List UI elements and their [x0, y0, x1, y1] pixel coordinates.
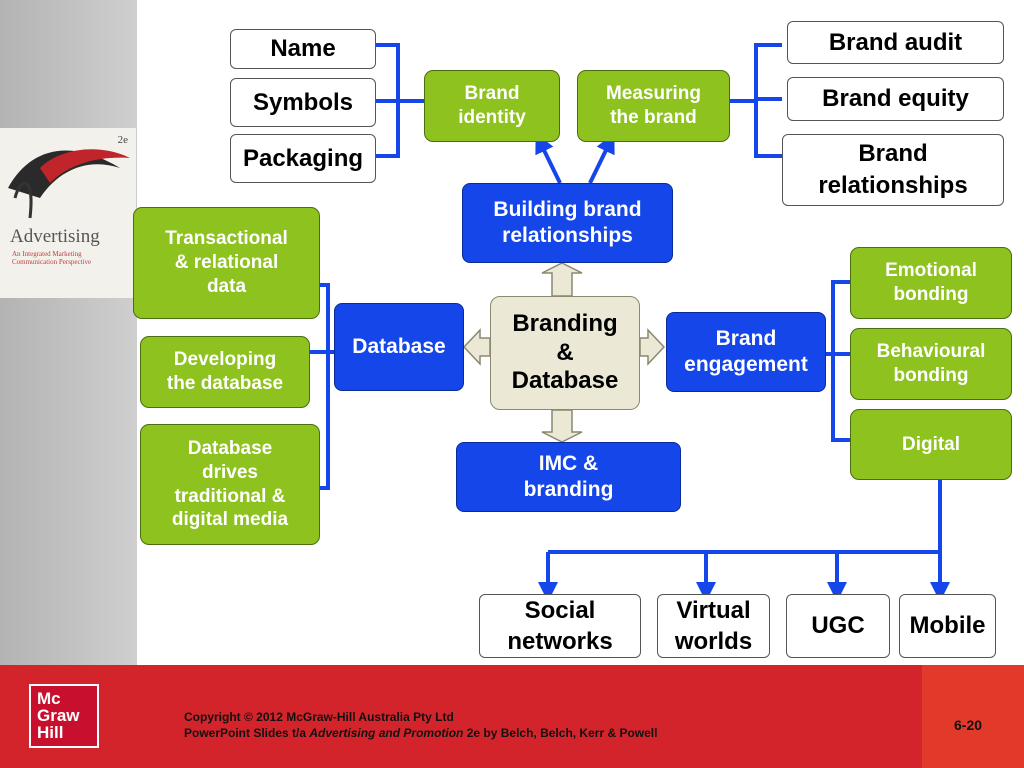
book-subtitle: An Integrated Marketing Communication Pe… [12, 250, 92, 266]
center-block-arrows [462, 262, 666, 443]
book-cover-art [8, 149, 130, 219]
branding-database-center: Branding & Database [490, 296, 640, 410]
copyright-line: Copyright © 2012 McGraw-Hill Australia P… [184, 710, 454, 724]
slides-credit-line: PowerPoint Slides t/a Advertising and Pr… [184, 725, 657, 741]
database-item-drives-media: Database drives traditional & digital me… [140, 424, 320, 545]
footer-page-panel [922, 665, 1024, 768]
book-edition: 2e [117, 134, 128, 146]
identity-item-packaging: Packaging [230, 134, 376, 183]
measuring-item-brand-audit: Brand audit [787, 21, 1004, 64]
brand-identity-box: Brand identity [424, 70, 560, 142]
database-item-developing: Developing the database [140, 336, 310, 408]
engagement-item-digital: Digital [850, 409, 1012, 480]
identity-item-name: Name [230, 29, 376, 69]
book-title: Advertising [10, 226, 100, 247]
engagement-items-bracket [831, 280, 850, 442]
logo-line-mc: Mc [37, 689, 61, 708]
slides-book-title: Advertising and Promotion [309, 726, 464, 740]
logo-line-hill: Hill [37, 723, 64, 742]
engagement-item-behavioural: Behavioural bonding [850, 328, 1012, 400]
mcgraw-hill-logo: Mc Graw Hill [29, 684, 99, 748]
imc-branding-box: IMC & branding [456, 442, 681, 512]
brand-engagement-box: Brand engagement [666, 312, 826, 392]
measuring-item-brand-relationships: Brand relationships [782, 134, 1004, 206]
digital-item-ugc: UGC [786, 594, 890, 658]
identity-item-symbols: Symbols [230, 78, 376, 127]
measuring-item-brand-equity: Brand equity [787, 77, 1004, 121]
digital-item-social-networks: Social networks [479, 594, 641, 658]
arrow-to-measuring [588, 133, 615, 184]
engagement-item-emotional: Emotional bonding [850, 247, 1012, 319]
measuring-brand-box: Measuring the brand [577, 70, 730, 142]
left-sidebar-band [0, 0, 137, 665]
database-box: Database [334, 303, 464, 391]
logo-line-graw: Graw [37, 706, 80, 725]
connector-lines [310, 43, 950, 602]
page-number: 6-20 [954, 717, 983, 733]
footer-band [0, 665, 1024, 768]
building-brand-relationships-box: Building brand relationships [462, 183, 673, 263]
digital-item-mobile: Mobile [899, 594, 996, 658]
database-item-transactional: Transactional & relational data [133, 207, 320, 319]
slides-prefix: PowerPoint Slides t/a [184, 726, 310, 740]
database-items-bracket [320, 283, 330, 490]
arrow-to-identity [535, 133, 562, 184]
digital-item-virtual-worlds: Virtual worlds [657, 594, 770, 658]
copyright-text: Copyright © 2012 McGraw-Hill Australia P… [184, 709, 657, 741]
book-cover-image: 2e Advertising An Integrated Marketing C… [0, 128, 137, 298]
slides-suffix: 2e by Belch, Belch, Kerr & Powell [463, 726, 658, 740]
